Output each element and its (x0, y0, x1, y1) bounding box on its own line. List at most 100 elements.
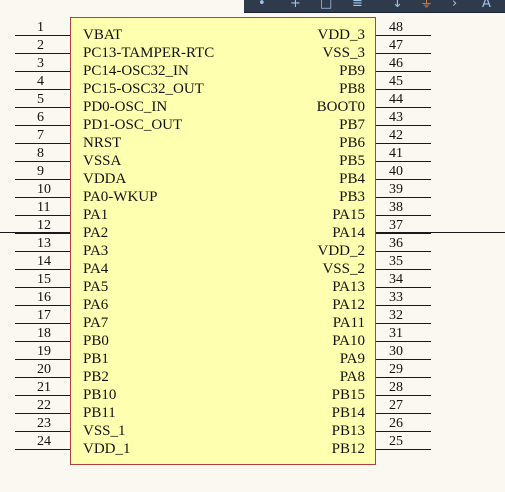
pin-lead-left[interactable] (15, 143, 70, 144)
pin-label: PB2 (83, 369, 109, 385)
pin-label: VDD_1 (83, 441, 131, 457)
pin-lead-left[interactable] (15, 125, 70, 126)
pin-number: 14 (37, 254, 51, 269)
pin-label: VBAT (83, 27, 123, 43)
pin-number: 26 (389, 416, 403, 431)
pin-lead-right[interactable] (376, 125, 431, 126)
pin-label: PB14 (331, 405, 365, 421)
pin-lead-right[interactable] (376, 305, 431, 306)
pin-lead-right[interactable] (376, 89, 431, 90)
wire-icon[interactable]: ↓ (392, 0, 403, 11)
pin-number: 19 (37, 344, 51, 359)
pin-lead-right[interactable] (376, 431, 431, 432)
pin-lead-left[interactable] (15, 377, 70, 378)
pin-label: VSS_2 (322, 261, 365, 277)
pin-label: PA11 (332, 315, 365, 331)
pin-lead-left[interactable] (15, 359, 70, 360)
pin-lead-left[interactable] (15, 161, 70, 162)
pin-number: 13 (37, 236, 51, 251)
pin-label: VDDA (83, 171, 127, 187)
pin-lead-left[interactable] (15, 449, 70, 450)
pin-lead-right[interactable] (376, 107, 431, 108)
pin-label: PB4 (339, 171, 365, 187)
pin-lead-left[interactable] (15, 53, 70, 54)
pin-label: PB12 (331, 441, 365, 457)
pin-lead-right[interactable] (376, 377, 431, 378)
pin-lead-left[interactable] (15, 287, 70, 288)
pin-label: PA7 (83, 315, 109, 331)
pin-label: PC14-OSC32_IN (83, 63, 189, 79)
pin-lead-right[interactable] (376, 341, 431, 342)
pin-lead-left[interactable] (15, 395, 70, 396)
pin-lead-left[interactable] (15, 413, 70, 414)
pin-lead-left[interactable] (15, 179, 70, 180)
pin-lead-right[interactable] (376, 323, 431, 324)
pin-lead-left[interactable] (15, 233, 70, 234)
pin-lead-left[interactable] (15, 107, 70, 108)
text-icon[interactable]: A (482, 0, 491, 11)
pin-label: PA15 (332, 207, 365, 223)
pin-number: 21 (37, 380, 51, 395)
plus-icon[interactable]: + (290, 0, 301, 11)
pin-lead-right[interactable] (376, 359, 431, 360)
ground-icon[interactable]: ⏚ (420, 0, 434, 11)
pin-lead-right[interactable] (376, 143, 431, 144)
pin-label: PD0-OSC_IN (83, 99, 168, 115)
pin-lead-right[interactable] (376, 215, 431, 216)
pin-number: 1 (37, 20, 44, 35)
pin-lead-right[interactable] (376, 413, 431, 414)
pin-number: 6 (37, 110, 44, 125)
pin-lead-right[interactable] (376, 161, 431, 162)
pin-lead-right[interactable] (376, 71, 431, 72)
pin-lead-right[interactable] (376, 395, 431, 396)
pin-lead-left[interactable] (15, 269, 70, 270)
pin-number: 18 (37, 326, 51, 341)
pin-lead-left[interactable] (15, 305, 70, 306)
pin-lead-right[interactable] (376, 35, 431, 36)
pin-label: PC13-TAMPER-RTC (83, 45, 215, 61)
pin-lead-left[interactable] (15, 431, 70, 432)
pin-lead-right[interactable] (376, 233, 431, 234)
pin-number: 3 (37, 56, 44, 71)
pin-lead-right[interactable] (376, 179, 431, 180)
pin-number: 4 (37, 74, 44, 89)
pin-lead-left[interactable] (15, 341, 70, 342)
pin-lead-right[interactable] (376, 269, 431, 270)
pin-label: PA3 (83, 243, 109, 259)
pin-number: 37 (389, 218, 403, 233)
pin-label: NRST (83, 135, 122, 151)
pin-label: PB3 (339, 189, 365, 205)
pin-number: 10 (37, 182, 51, 197)
pin-number: 7 (37, 128, 44, 143)
bus-arrow-icon[interactable]: › (452, 0, 458, 11)
pin-number: 24 (37, 434, 51, 449)
pin-label: VDD_3 (317, 27, 366, 43)
pin-lead-left[interactable] (15, 71, 70, 72)
pin-number: 9 (37, 164, 44, 179)
pin-lead-left[interactable] (15, 89, 70, 90)
pin-number: 44 (389, 92, 403, 107)
pin-label: VSS_1 (83, 423, 126, 439)
pin-lead-right[interactable] (376, 251, 431, 252)
pin-label: PB9 (339, 63, 365, 79)
select-rect-icon[interactable]: □ (320, 0, 333, 11)
pin-lead-right[interactable] (376, 449, 431, 450)
pin-label: PB5 (339, 153, 365, 169)
pin-lead-right[interactable] (376, 197, 431, 198)
pin-lead-right[interactable] (376, 53, 431, 54)
pin-lead-left[interactable] (15, 215, 70, 216)
pin-label: PB0 (83, 333, 109, 349)
align-icon[interactable]: ≡ (352, 0, 363, 11)
pin-lead-left[interactable] (15, 323, 70, 324)
pin-lead-right[interactable] (376, 287, 431, 288)
pin-number: 36 (389, 236, 403, 251)
pin-number: 29 (389, 362, 403, 377)
pin-lead-left[interactable] (15, 35, 70, 36)
pin-label: PA9 (339, 351, 365, 367)
component-body[interactable] (70, 17, 376, 465)
pin-lead-left[interactable] (15, 197, 70, 198)
pin-number: 8 (37, 146, 44, 161)
pin-lead-left[interactable] (15, 251, 70, 252)
pointer-icon[interactable]: • (258, 0, 266, 11)
